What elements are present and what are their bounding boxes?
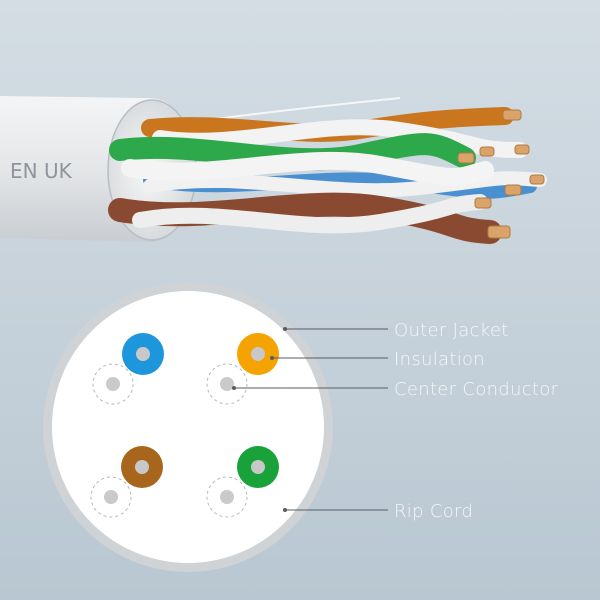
wire-white-brown xyxy=(132,194,488,234)
cross-section xyxy=(43,282,333,572)
callouts: Outer Jacket Insulation Center Conductor… xyxy=(232,320,559,522)
leader-dot-outer-jacket xyxy=(283,327,287,331)
leader-dot-center-conductor xyxy=(232,386,236,390)
leader-dot-insulation xyxy=(270,356,274,360)
secondary-conductors xyxy=(104,377,234,504)
pair-green xyxy=(237,446,279,488)
cross-section-fill xyxy=(52,291,324,563)
pair-orange xyxy=(237,333,279,375)
pair-blue xyxy=(122,333,164,375)
secondary-pair-outlines xyxy=(90,363,248,518)
pair-brown xyxy=(121,446,163,488)
copper-conductor-tips xyxy=(457,109,545,239)
wire-white-blue xyxy=(143,171,547,198)
label-rip-cord: Rip Cord xyxy=(394,501,473,522)
cable-photo: EN UK xyxy=(0,96,547,244)
label-center-conductor: Center Conductor xyxy=(394,379,559,400)
jacket-print-text: EN UK xyxy=(10,159,73,183)
wire-white-green xyxy=(121,151,494,186)
label-insulation: Insulation xyxy=(394,349,485,370)
leader-dot-rip-cord xyxy=(283,508,287,512)
label-outer-jacket: Outer Jacket xyxy=(394,320,509,341)
